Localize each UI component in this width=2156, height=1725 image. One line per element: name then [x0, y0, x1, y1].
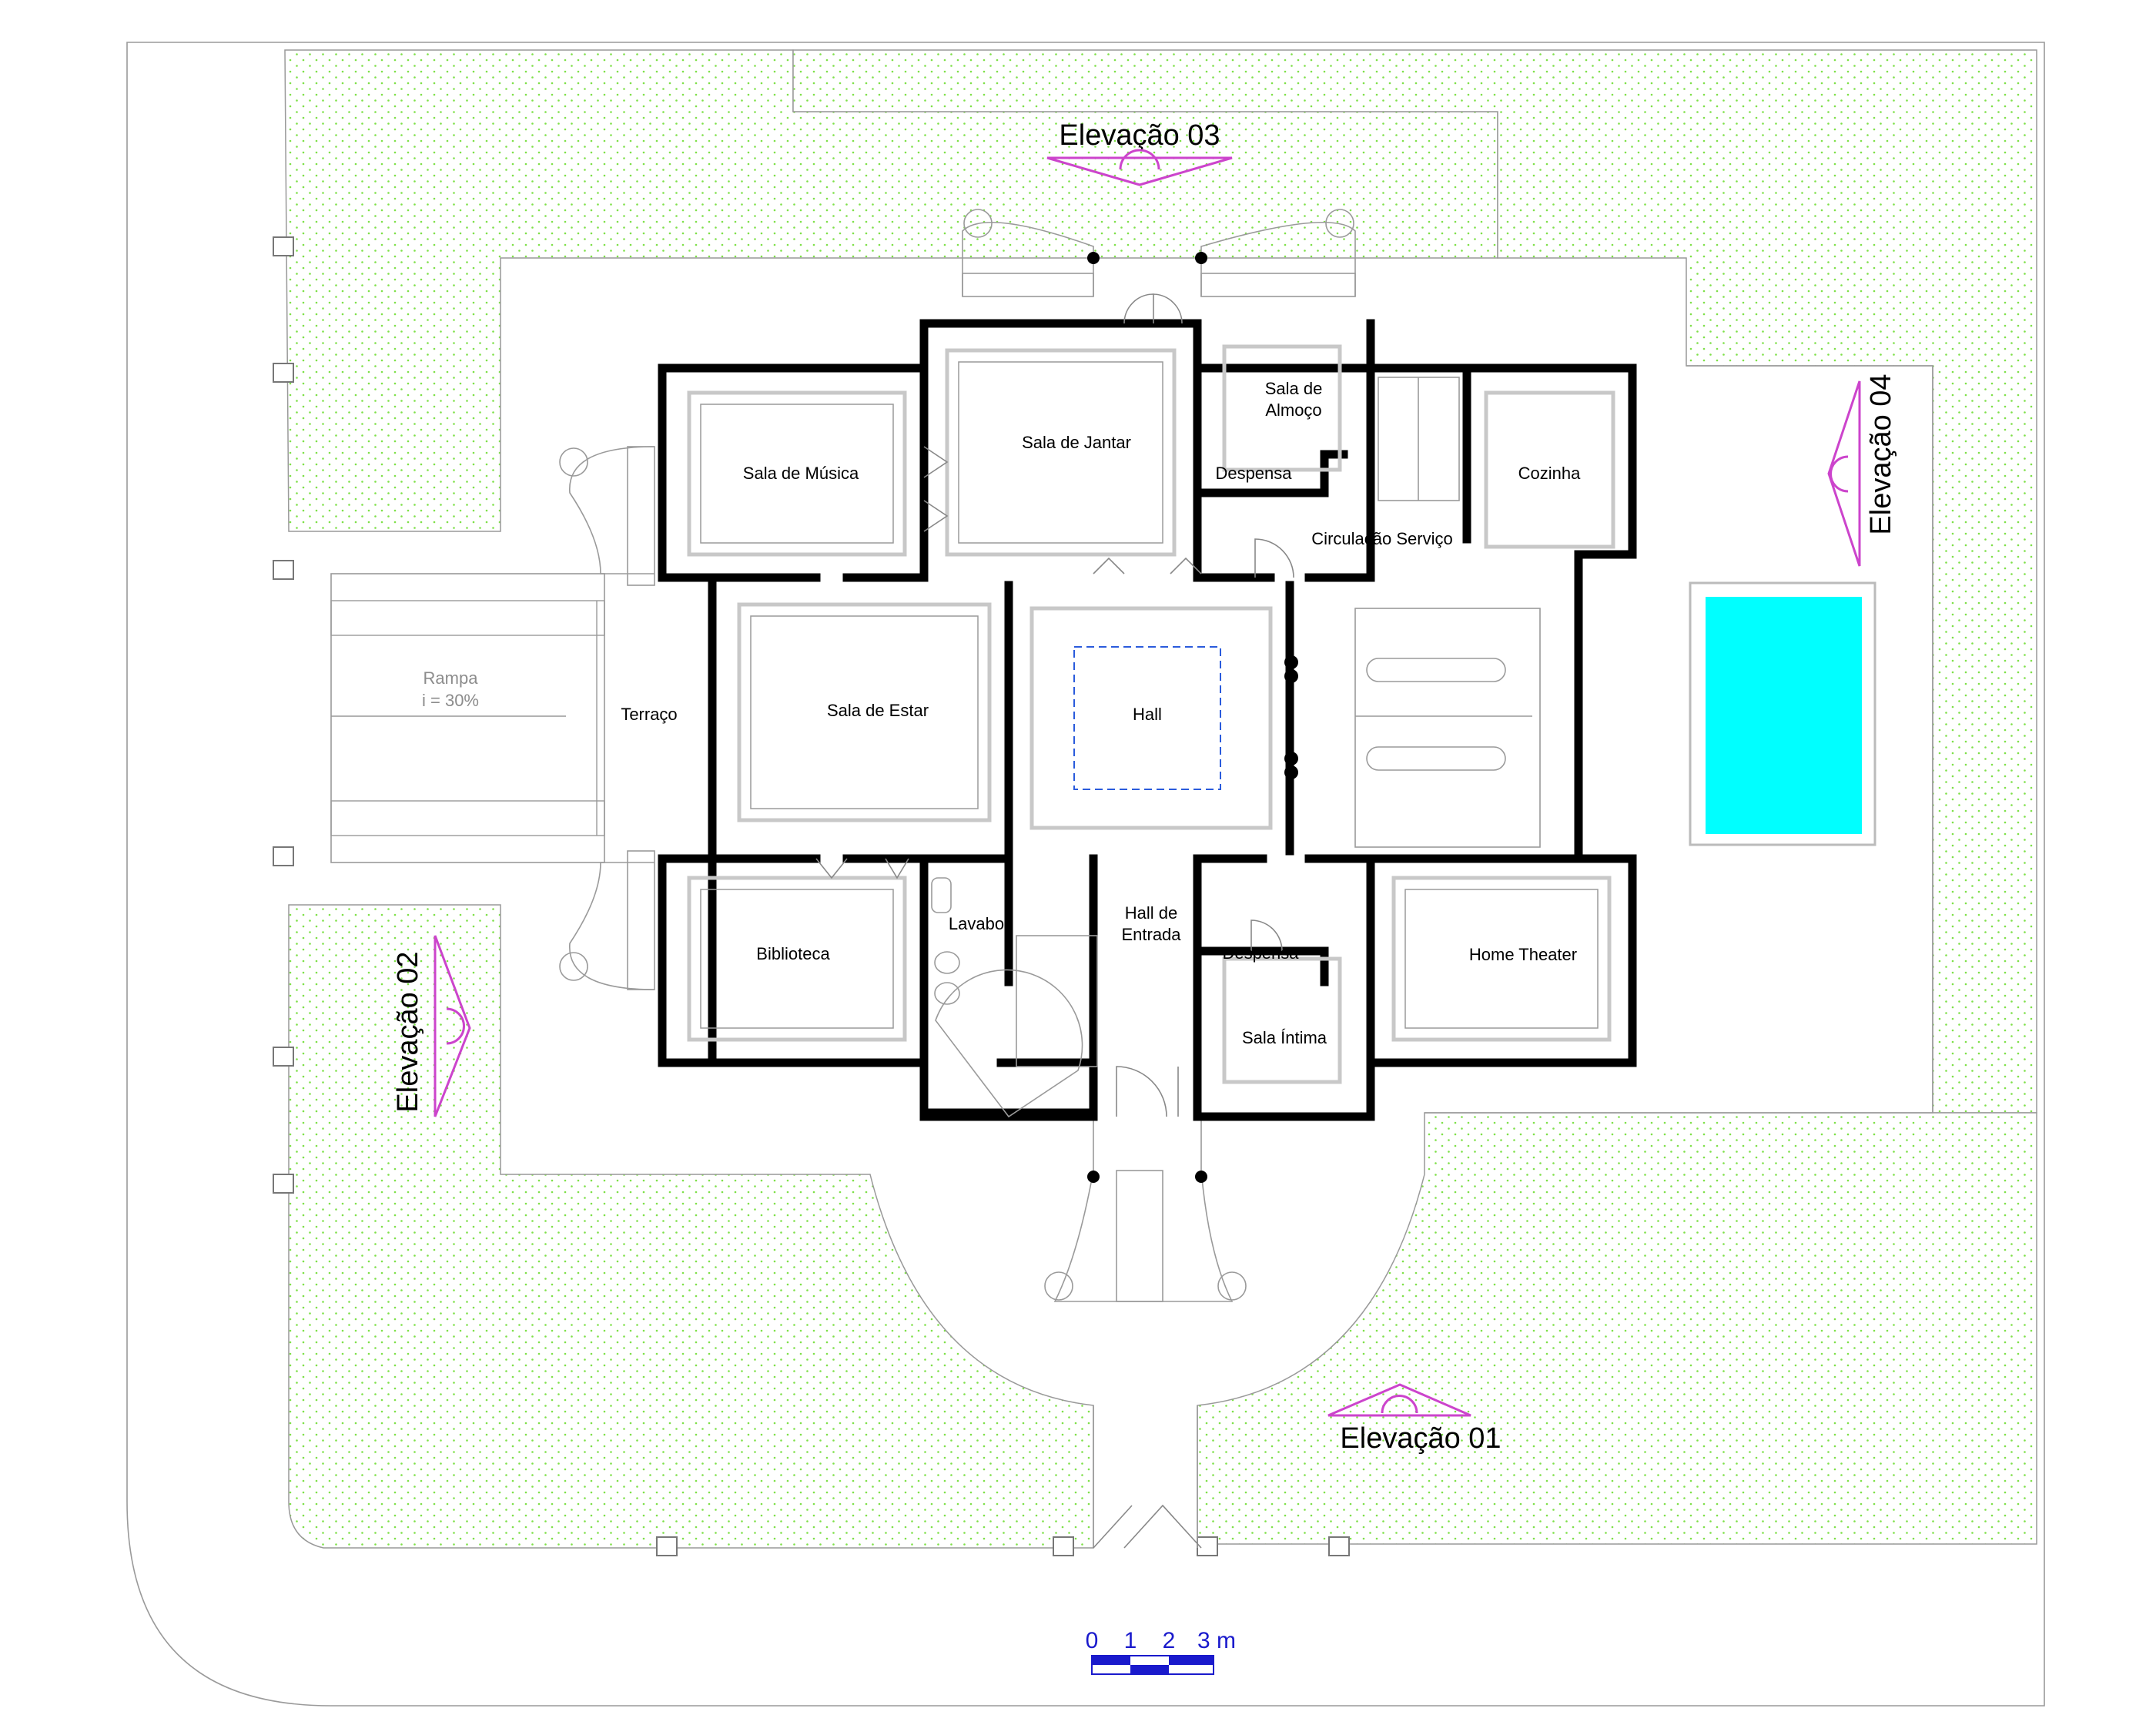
south-stairs — [1044, 1117, 1247, 1302]
label-hall: Hall — [1133, 705, 1162, 724]
terrace-stairs — [559, 446, 655, 990]
columns — [1087, 252, 1298, 1183]
label-home-theater: Home Theater — [1469, 945, 1577, 964]
ramp-slope: i = 30% — [422, 691, 479, 710]
label-sala-intima: Sala Íntima — [1242, 1028, 1327, 1047]
lot-boundary — [126, 42, 2045, 1707]
label-despensa-bottom: Despensa — [1222, 943, 1299, 963]
label-cozinha: Cozinha — [1518, 464, 1581, 483]
elevation-03-marker: Elevação 03 — [1046, 119, 1233, 186]
label-sala-jantar: Sala de Jantar — [1022, 433, 1131, 452]
label-circulacao: Circulação Serviço — [1311, 529, 1452, 548]
room-labels: Sala de Música Sala de Jantar Sala de Al… — [621, 379, 1581, 1047]
scale-label-1: 1 — [1124, 1628, 1137, 1653]
scale-label-3: 3 m — [1197, 1628, 1236, 1653]
elevation-04-marker: Elevação 04 — [1827, 373, 1897, 567]
label-sala-musica: Sala de Música — [743, 464, 859, 483]
label-terraco: Terraço — [621, 705, 677, 724]
garden-north-west — [284, 49, 1498, 532]
label-despensa-top: Despensa — [1215, 464, 1292, 483]
scale-bar: 0 1 2 3 m — [1086, 1628, 1236, 1675]
garden-south-west — [288, 904, 1094, 1549]
elevation-01-label: Elevação 01 — [1340, 1422, 1501, 1455]
scale-label-2: 2 — [1163, 1628, 1176, 1653]
interior-stairs — [935, 377, 1541, 1118]
swimming-pool — [1689, 581, 1876, 846]
north-stairs — [962, 209, 1356, 297]
garden-areas — [284, 49, 2037, 1549]
label-hall-entrada-2: Entrada — [1121, 925, 1181, 944]
label-lavabo: Lavabo — [949, 914, 1004, 933]
ramp-label: Rampa — [424, 668, 479, 688]
walls — [658, 319, 1637, 1121]
doors — [815, 293, 1294, 1549]
elevation-02-marker: Elevação 02 — [392, 935, 471, 1117]
scale-label-0: 0 — [1086, 1628, 1099, 1653]
fence-posts — [273, 236, 1350, 1556]
ramp: Rampa i = 30% — [330, 573, 605, 863]
elevation-03-label: Elevação 03 — [1059, 119, 1220, 152]
garden-south-east — [1197, 1112, 2037, 1545]
elevation-01-marker: Elevação 01 — [1327, 1383, 1502, 1455]
label-sala-almoco-1: Sala de — [1265, 379, 1323, 398]
elevation-markers: Elevação 03 Elevação 01 Elevação 02 Elev… — [392, 119, 1897, 1455]
label-biblioteca: Biblioteca — [756, 944, 830, 963]
label-sala-estar: Sala de Estar — [827, 701, 929, 720]
label-sala-almoco-2: Almoço — [1265, 400, 1321, 420]
elevation-04-label: Elevação 04 — [1865, 373, 1897, 534]
lavabo-fixtures — [931, 877, 960, 1005]
room-frames — [687, 344, 1615, 1084]
elevation-02-label: Elevação 02 — [392, 951, 424, 1112]
label-hall-entrada-1: Hall de — [1125, 903, 1177, 923]
